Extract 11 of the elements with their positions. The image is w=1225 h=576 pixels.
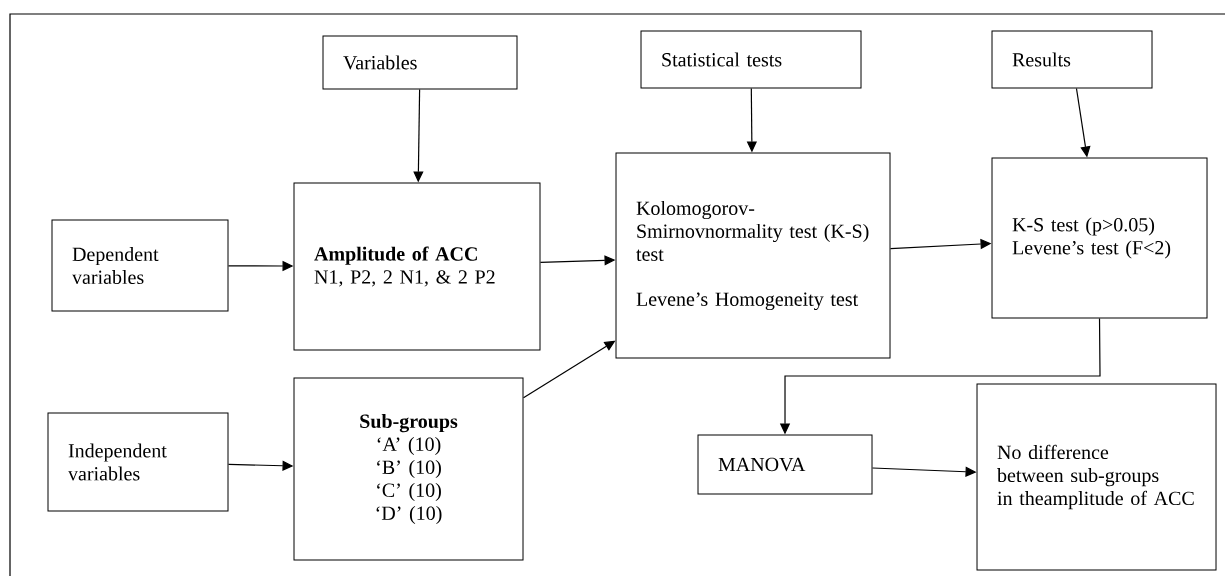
header-box: Variables (322, 35, 518, 90)
process-box: Dependent variables (51, 219, 229, 312)
result-box: No difference between sub-groups in theamplitude of ACC (976, 383, 1217, 571)
header-box: Results (991, 30, 1153, 89)
process-box: Independent variables (47, 412, 229, 512)
process-box: Amplitude of ACC N1, P2, 2 N1, & 2 P2 (293, 182, 541, 351)
process-box: Kolomogorov-Smirnovnormality test (K-S) test Levene’s Homogeneity test (615, 152, 891, 359)
process-box: MANOVA (697, 434, 873, 495)
process-box: Sub-groups ‘A’ (10) ‘B’ (10) ‘C’ (10) ‘D’ (10) (293, 377, 524, 561)
header-box: Statistical tests (640, 30, 862, 89)
process-box: K-S test (p>0.05) Levene’s test (F<2) (991, 157, 1208, 319)
